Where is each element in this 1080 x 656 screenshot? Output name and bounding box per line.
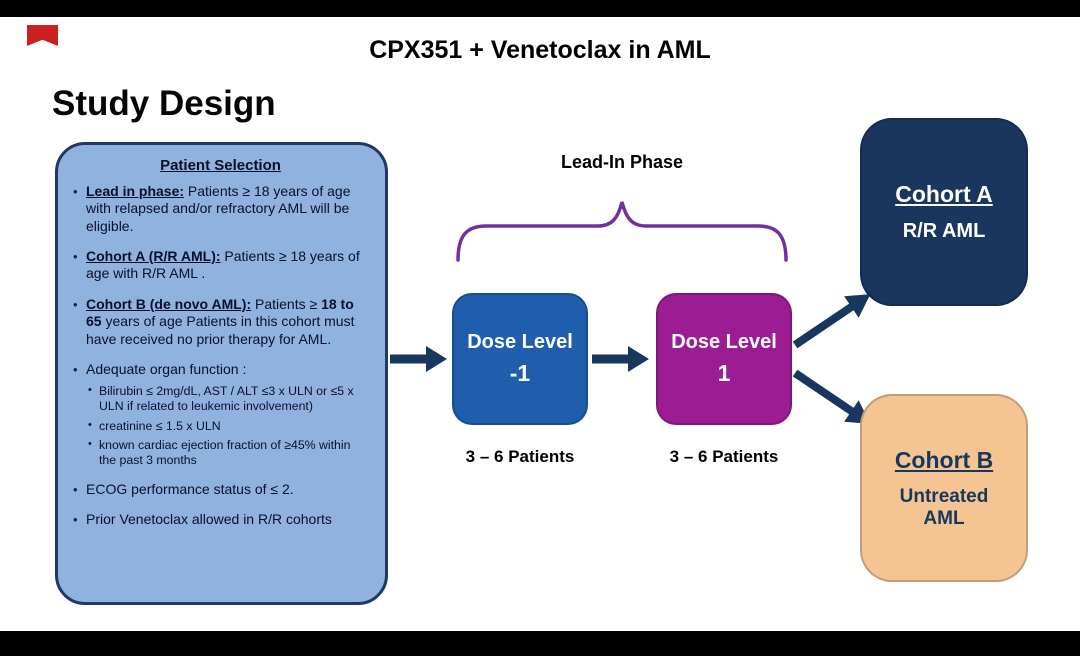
arrow-svg xyxy=(792,369,871,424)
lead-in-brace-icon xyxy=(456,201,788,262)
patient-selection-list: Lead in phase: Patients ≥ 18 years of ag… xyxy=(71,183,370,529)
dose-level-1-box: Dose Level 1 xyxy=(656,293,792,425)
bullet-cohort-b: Cohort B (de novo AML): Patients ≥ 18 to… xyxy=(71,296,370,348)
arrow-dose1-to-dose2-icon xyxy=(592,346,649,372)
cohort-b-box: Cohort B Untreated AML xyxy=(860,394,1028,582)
cohort-title: Cohort B xyxy=(894,447,994,474)
bullet-prior-venetoclax: Prior Venetoclax allowed in R/R cohorts xyxy=(71,511,370,528)
bullet-text: Prior Venetoclax allowed in R/R cohorts xyxy=(86,511,332,528)
channel-logo-icon xyxy=(27,25,58,46)
letterbox-bottom xyxy=(0,631,1080,656)
arrow-to-cohort-b-icon xyxy=(787,361,880,437)
bullet-organ-function: Adequate organ function : Bilirubin ≤ 2m… xyxy=(71,361,370,468)
bullet-bold-text: 18 to 65 xyxy=(86,295,354,330)
bullet-text: Patients ≥ 18 years of age with R/R AML … xyxy=(86,248,360,282)
dose-level-value: -1 xyxy=(509,360,531,386)
dose-level-value: 1 xyxy=(717,360,731,386)
patient-selection-title: Patient Selection xyxy=(160,157,281,174)
organ-function-sublist: Bilirubin ≤ 2mg/dL, AST / ALT ≤3 x ULN o… xyxy=(86,384,370,468)
arrow-selection-to-dose1-icon xyxy=(390,346,447,372)
sub-bullet-ejection-fraction: known cardiac ejection fraction of ≥45% … xyxy=(86,438,370,468)
section-heading: Study Design xyxy=(52,84,276,123)
lead-in-phase-label: Lead-In Phase xyxy=(560,152,684,172)
dose-level-label: Dose Level xyxy=(467,331,573,353)
cohort-subtitle: Untreated AML xyxy=(899,486,989,529)
bullet-text: Patients ≥ 18 years of age with relapsed… xyxy=(86,183,351,234)
bullet-lead: Cohort A (R/R AML): xyxy=(86,248,221,265)
dose2-patients-label: 3 – 6 Patients xyxy=(669,447,779,466)
cohort-subtitle: R/R AML xyxy=(902,220,986,243)
patient-selection-panel: Patient Selection Lead in phase: Patient… xyxy=(55,142,388,605)
bullet-lead: Lead in phase: xyxy=(86,183,185,199)
arrow-shape xyxy=(792,369,871,424)
brace-path xyxy=(456,201,788,262)
dose-level-minus1-box: Dose Level -1 xyxy=(452,293,588,425)
bullet-lead: Cohort B (de novo AML): xyxy=(86,295,252,312)
bullet-lead-in-phase: Lead in phase: Patients ≥ 18 years of ag… xyxy=(71,183,370,235)
sub-bullet-bilirubin: Bilirubin ≤ 2mg/dL, AST / ALT ≤3 x ULN o… xyxy=(86,384,370,414)
bullet-cohort-a: Cohort A (R/R AML): Patients ≥ 18 years … xyxy=(71,248,370,283)
dose1-patients-label: 3 – 6 Patients xyxy=(465,447,575,466)
arrow-svg xyxy=(792,294,871,349)
sub-bullet-creatinine: creatinine ≤ 1.5 x ULN xyxy=(86,419,370,434)
bullet-text: years of age Patients in this cohort mus… xyxy=(86,313,355,347)
slide-title: CPX351 + Venetoclax in AML xyxy=(369,36,711,64)
bullet-text: Patients ≥ xyxy=(251,295,322,312)
arrow-to-cohort-a-icon xyxy=(787,281,880,357)
bullet-text: Adequate organ function : xyxy=(86,360,247,377)
bullet-text: ECOG performance status of ≤ 2. xyxy=(86,480,294,497)
arrow-shape xyxy=(390,346,447,372)
dose-level-label: Dose Level xyxy=(671,331,777,353)
arrow-shape xyxy=(792,294,871,349)
arrow-shape xyxy=(592,346,649,372)
cohort-a-box: Cohort A R/R AML xyxy=(860,118,1028,306)
letterbox-top xyxy=(0,0,1080,17)
bullet-ecog: ECOG performance status of ≤ 2. xyxy=(71,481,370,498)
cohort-title: Cohort A xyxy=(895,181,993,208)
